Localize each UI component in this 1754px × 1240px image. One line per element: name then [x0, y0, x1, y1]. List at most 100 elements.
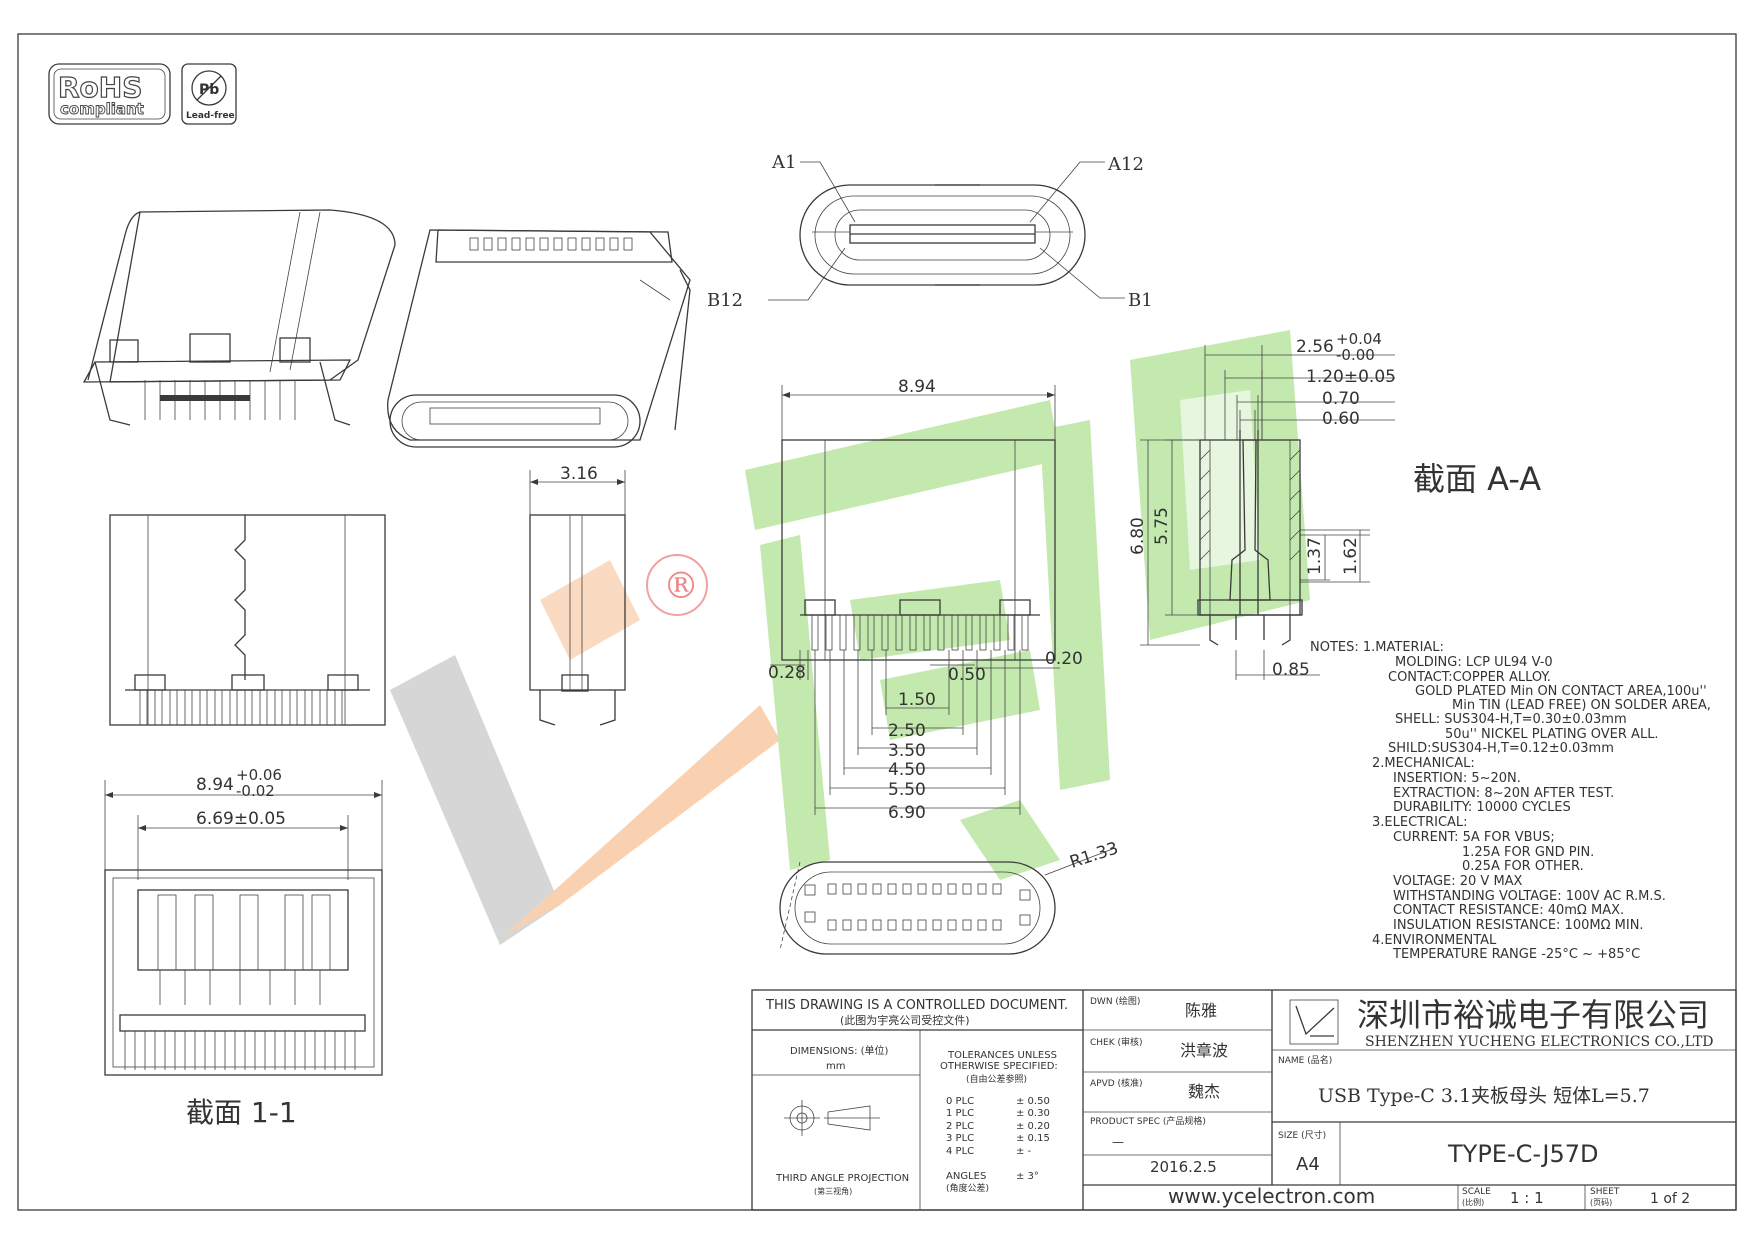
dim-120: 1.20±0.05 — [1306, 367, 1396, 387]
chek-label: CHEK (审核) — [1090, 1036, 1143, 1048]
note-line: TEMPERATURE RANGE -25°C ~ +85°C — [1392, 947, 1640, 962]
pin-b1-label: B1 — [1128, 290, 1153, 311]
angles-value: ± 3° — [1016, 1171, 1039, 1182]
dimensions-unit: mm — [826, 1061, 845, 1072]
angles-cn: (角度公差) — [946, 1182, 989, 1194]
tolerances-cn: (自由公差参照) — [966, 1073, 1027, 1085]
note-line: WITHSTANDING VOLTAGE: 100V AC R.M.S. — [1393, 889, 1666, 904]
tol-plc: 2 PLC — [946, 1121, 974, 1132]
sheet-label: SHEET — [1590, 1187, 1620, 1197]
dim-575: 5.75 — [1152, 507, 1172, 545]
controlled-doc: THIS DRAWING IS A CONTROLLED DOCUMENT. — [765, 998, 1068, 1013]
projection-label: THIRD ANGLE PROJECTION — [775, 1173, 909, 1184]
note-line: 4.ENVIRONMENTAL — [1372, 933, 1497, 948]
tolerances-line1: TOLERANCES UNLESS — [947, 1050, 1057, 1061]
apvd-label: APVD (核准) — [1090, 1077, 1143, 1089]
angles-label: ANGLES — [946, 1171, 986, 1182]
note-line: Min TIN (LEAD FREE) ON SOLDER AREA, — [1452, 698, 1711, 713]
note-line: CONTACT:COPPER ALLOY. — [1388, 670, 1551, 685]
dim-060: 0.60 — [1322, 409, 1360, 429]
note-line: EXTRACTION: 8~20N AFTER TEST. — [1393, 786, 1614, 801]
note-line: 1.25A FOR GND PIN. — [1462, 845, 1594, 860]
footprint-view: R1.33 — [779, 838, 1121, 955]
rohs-compliant-text: compliant — [60, 100, 144, 118]
note-line: MOLDING: LCP UL94 V-0 — [1395, 655, 1553, 670]
section-1-1-label: 截面 1-1 — [186, 1096, 297, 1129]
top-width-tol-plus: +0.06 — [236, 766, 282, 784]
tol-val: ± 0.30 — [1016, 1108, 1050, 1119]
note-line: 2.MECHANICAL: — [1372, 756, 1475, 771]
size-value: A4 — [1296, 1154, 1320, 1175]
span-150-dim: 1.50 — [898, 690, 936, 710]
tol-val: ± 0.15 — [1016, 1133, 1050, 1144]
isometric-view-front — [387, 229, 691, 448]
top-width-dim: 8.94 — [196, 775, 234, 795]
chek-value: 洪章波 — [1180, 1041, 1228, 1060]
side-view: 3.16 — [529, 464, 626, 726]
projection-symbol-icon — [784, 1100, 880, 1136]
tol-plc: 3 PLC — [946, 1133, 974, 1144]
apvd-value: 魏杰 — [1188, 1082, 1220, 1101]
pin-b12-label: B12 — [707, 290, 743, 311]
section-a-a-title: 截面 A-A — [1413, 460, 1541, 498]
pitch-dim: 0.50 — [948, 665, 986, 685]
dwn-label: DWN (绘图) — [1090, 995, 1140, 1007]
span-450-dim: 4.50 — [888, 760, 926, 780]
product-spec-label: PRODUCT SPEC (产品规格) — [1090, 1115, 1206, 1127]
dim-085: 0.85 — [1272, 660, 1310, 680]
note-line: INSULATION RESISTANCE: 100MΩ MIN. — [1393, 918, 1644, 933]
tol-plc: 4 PLC — [946, 1146, 974, 1157]
dwn-value: 陈雅 — [1185, 1001, 1217, 1020]
edge-dim: 0.28 — [768, 663, 806, 683]
top-width-tol-minus: -0.02 — [236, 782, 275, 800]
front-elevation-view: 8.94 — [768, 377, 1083, 823]
span-550-dim: 5.50 — [888, 780, 926, 800]
tolerances-line2: OTHERWISE SPECIFIED: — [940, 1061, 1058, 1072]
registered-mark-circle — [646, 554, 708, 616]
name-label: NAME (品名) — [1278, 1054, 1332, 1066]
dim-162: 1.62 — [1341, 537, 1361, 575]
note-line: CURRENT: 5A FOR VBUS; — [1393, 830, 1555, 845]
note-line: 0.25A FOR OTHER. — [1462, 859, 1584, 874]
pin-a12-label: A12 — [1107, 154, 1144, 175]
note-line: DURABILITY: 10000 CYCLES — [1393, 800, 1571, 815]
pin-a1-label: A1 — [771, 152, 796, 173]
section-a-a-view: 截面 A-A — [1128, 330, 1541, 680]
span-690-dim: 6.90 — [888, 803, 926, 823]
tol-plc: 1 PLC — [946, 1108, 974, 1119]
note-line: GOLD PLATED Min ON CONTACT AREA,100u'' — [1415, 684, 1707, 699]
dim-680: 6.80 — [1128, 517, 1148, 555]
note-line: NOTES: 1.MATERIAL: — [1310, 640, 1444, 655]
span-350-dim: 3.50 — [888, 741, 926, 761]
date-value: 2016.2.5 — [1150, 1158, 1217, 1176]
rohs-badge: RoHS compliant — [48, 63, 171, 125]
isometric-view-back — [82, 209, 396, 426]
front-width-dim: 8.94 — [898, 377, 936, 397]
registered-mark: ® — [663, 566, 699, 607]
website: www.ycelectron.com — [1168, 1184, 1375, 1208]
company-name-cn: 深圳市裕诚电子有限公司 — [1357, 996, 1709, 1034]
note-line: 50u'' NICKEL PLATING OVER ALL. — [1445, 727, 1659, 742]
controlled-doc-cn: (此图为宇亮公司受控文件) — [840, 1013, 970, 1027]
section-1-1-view: 8.94 +0.06 -0.02 6.69±0.05 — [104, 766, 383, 1129]
projection-cn: (第三视角) — [814, 1186, 852, 1196]
span-250-dim: 2.50 — [888, 721, 926, 741]
dim-256: 2.56 — [1296, 337, 1334, 357]
part-number: TYPE-C-J57D — [1447, 1140, 1598, 1168]
pb-symbol: Pb — [199, 82, 219, 98]
sheet-cn: (页码) — [1590, 1198, 1612, 1207]
watermark-logo — [390, 330, 1310, 945]
lead-free-text: Lead-free — [186, 111, 235, 121]
dim-256-tol-minus: -0.00 — [1336, 346, 1375, 364]
top-inner-dim: 6.69±0.05 — [196, 809, 286, 829]
tol-val: ± 0.20 — [1016, 1121, 1050, 1132]
radius-dim: R1.33 — [1067, 838, 1120, 872]
title-block: THIS DRAWING IS A CONTROLLED DOCUMENT. (… — [751, 989, 1737, 1211]
product-name: USB Type-C 3.1夹板母头 短体L=5.7 — [1318, 1085, 1650, 1107]
note-line: VOLTAGE: 20 V MAX — [1393, 874, 1523, 889]
note-line: CONTACT RESISTANCE: 40mΩ MAX. — [1393, 903, 1624, 918]
note-line: SHELL: SUS304-H,T=0.30±0.03mm — [1395, 712, 1627, 727]
tol-plc: 0 PLC — [946, 1096, 974, 1107]
tol-val: ± - — [1016, 1146, 1032, 1157]
